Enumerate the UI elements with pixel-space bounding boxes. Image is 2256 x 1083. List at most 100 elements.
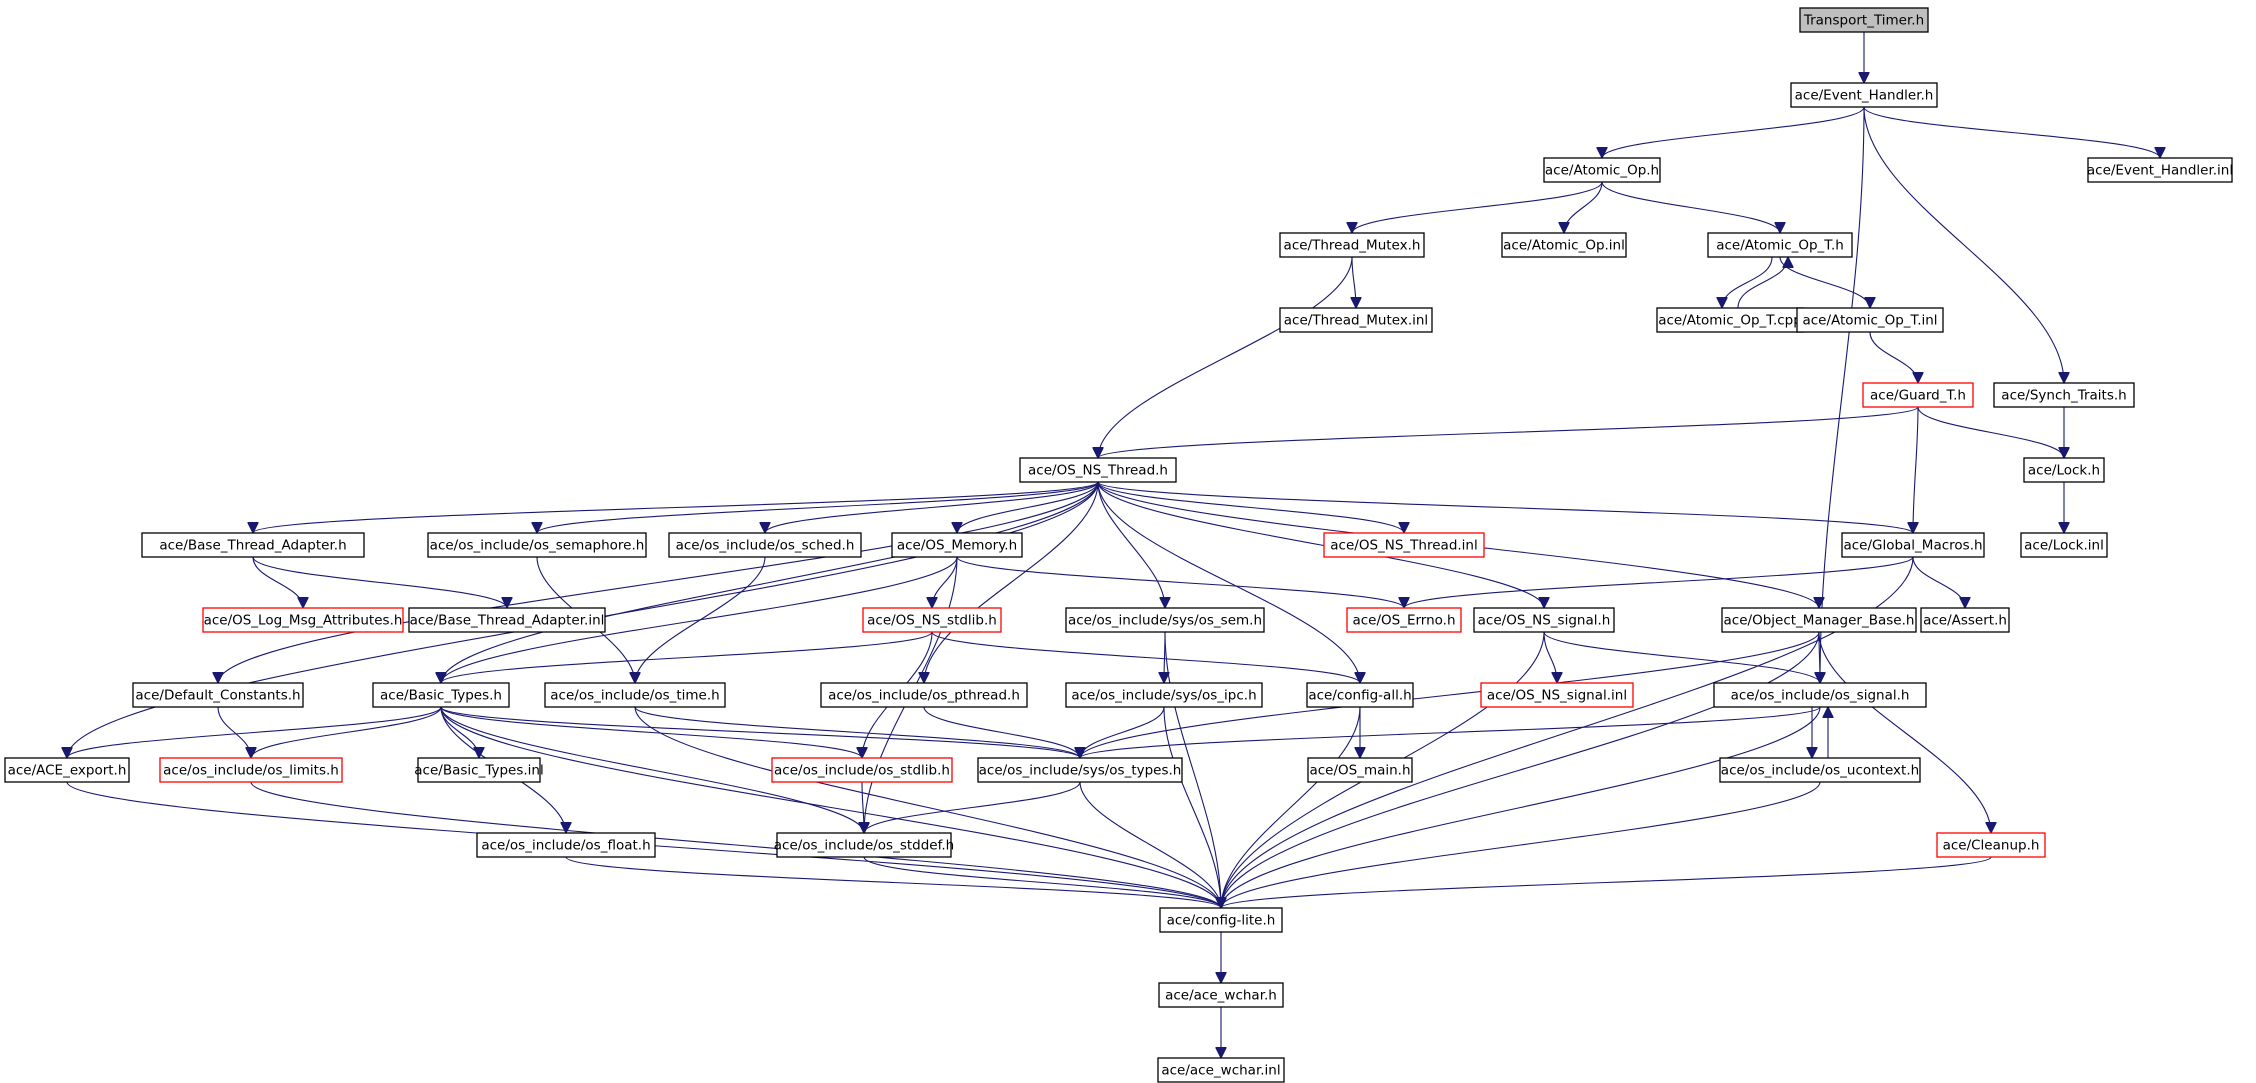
node-ace-base-thread-adapter-h[interactable]: ace/Base_Thread_Adapter.h	[141, 532, 365, 558]
node-box[interactable]	[132, 682, 304, 708]
node-box[interactable]	[1790, 82, 1938, 108]
node-box[interactable]	[1936, 832, 2046, 858]
node-box[interactable]	[1862, 382, 1974, 408]
node-ace-cleanup-h[interactable]: ace/Cleanup.h	[1936, 832, 2046, 858]
node-ace-synch-traits-h[interactable]: ace/Synch_Traits.h	[1993, 382, 2135, 408]
node-ace-basic-types-h[interactable]: ace/Basic_Types.h	[372, 682, 510, 708]
node-box[interactable]	[1799, 7, 1929, 33]
node-ace-event-handler-inl[interactable]: ace/Event_Handler.inl	[2087, 157, 2233, 183]
node-ace-os-main-h[interactable]: ace/OS_main.h	[1307, 757, 1413, 783]
node-ace-ace-wchar-h[interactable]: ace/ace_wchar.h	[1158, 982, 1284, 1008]
node-box[interactable]	[2023, 457, 2105, 483]
node-box[interactable]	[1279, 307, 1433, 333]
node-ace-atomic-op-t-cpp[interactable]: ace/Atomic_Op_T.cpp	[1656, 307, 1804, 333]
node-ace-object-manager-base-h[interactable]: ace/Object_Manager_Base.h	[1721, 607, 1917, 633]
node-ace-guard-t-h[interactable]: ace/Guard_T.h	[1862, 382, 1974, 408]
node-ace-atomic-op-t-h[interactable]: ace/Atomic_Op_T.h	[1707, 232, 1853, 258]
node-ace-os-include-sys-os-sem-h[interactable]: ace/os_include/sys/os_sem.h	[1065, 607, 1265, 633]
node-ace-os-include-os-stdlib-h[interactable]: ace/os_include/os_stdlib.h	[771, 757, 953, 783]
node-ace-event-handler-h[interactable]: ace/Event_Handler.h	[1790, 82, 1938, 108]
node-box[interactable]	[1065, 607, 1265, 633]
node-box[interactable]	[1065, 682, 1263, 708]
node-box[interactable]	[1501, 232, 1627, 258]
node-box[interactable]	[1019, 457, 1177, 483]
node-box[interactable]	[159, 757, 343, 783]
node-ace-os-ns-thread-h[interactable]: ace/OS_NS_Thread.h	[1019, 457, 1177, 483]
node-box[interactable]	[1346, 607, 1462, 633]
node-ace-os-include-os-pthread-h[interactable]: ace/os_include/os_pthread.h	[820, 682, 1028, 708]
node-box[interactable]	[1279, 232, 1425, 258]
node-ace-os-ns-signal-h[interactable]: ace/OS_NS_signal.h	[1473, 607, 1615, 633]
node-ace-basic-types-inl[interactable]: ace/Basic_Types.inl	[414, 757, 544, 783]
node-ace-os-log-msg-attributes-h[interactable]: ace/OS_Log_Msg_Attributes.h	[202, 607, 404, 633]
node-ace-atomic-op-t-inl[interactable]: ace/Atomic_Op_T.inl	[1796, 307, 1944, 333]
node-ace-os-ns-stdlib-h[interactable]: ace/OS_NS_stdlib.h	[862, 607, 1002, 633]
node-box[interactable]	[1721, 607, 1917, 633]
node-box[interactable]	[1157, 1057, 1285, 1083]
node-box[interactable]	[544, 682, 726, 708]
node-box[interactable]	[771, 757, 953, 783]
node-box[interactable]	[1306, 682, 1414, 708]
node-ace-assert-h[interactable]: ace/Assert.h	[1920, 607, 2010, 633]
node-ace-os-include-os-limits-h[interactable]: ace/os_include/os_limits.h	[159, 757, 343, 783]
node-box[interactable]	[977, 757, 1183, 783]
node-ace-atomic-op-inl[interactable]: ace/Atomic_Op.inl	[1501, 232, 1627, 258]
node-box[interactable]	[2087, 157, 2233, 183]
node-box[interactable]	[1707, 232, 1853, 258]
node-ace-config-lite-h[interactable]: ace/config-lite.h	[1159, 907, 1283, 933]
node-box[interactable]	[417, 757, 541, 783]
node-ace-default-constants-h[interactable]: ace/Default_Constants.h	[132, 682, 304, 708]
node-ace-thread-mutex-inl[interactable]: ace/Thread_Mutex.inl	[1279, 307, 1433, 333]
node-box[interactable]	[820, 682, 1028, 708]
node-box[interactable]	[1159, 907, 1283, 933]
node-ace-os-include-os-time-h[interactable]: ace/os_include/os_time.h	[544, 682, 726, 708]
node-box[interactable]	[372, 682, 510, 708]
node-box[interactable]	[1158, 982, 1284, 1008]
node-ace-os-include-sys-os-types-h[interactable]: ace/os_include/sys/os_types.h	[977, 757, 1183, 783]
node-box[interactable]	[1719, 757, 1921, 783]
node-ace-config-all-h[interactable]: ace/config-all.h	[1306, 682, 1414, 708]
node-ace-os-ns-thread-inl[interactable]: ace/OS_NS_Thread.inl	[1323, 532, 1485, 558]
node-box[interactable]	[1323, 532, 1485, 558]
node-ace-lock-h[interactable]: ace/Lock.h	[2023, 457, 2105, 483]
node-ace-atomic-op-h[interactable]: ace/Atomic_Op.h	[1543, 157, 1661, 183]
node-ace-os-include-os-float-h[interactable]: ace/os_include/os_float.h	[476, 832, 656, 858]
node-ace-ace-wchar-inl[interactable]: ace/ace_wchar.inl	[1157, 1057, 1285, 1083]
node-box[interactable]	[1307, 757, 1413, 783]
node-box[interactable]	[202, 607, 404, 633]
node-box[interactable]	[1993, 382, 2135, 408]
node-ace-os-ns-signal-inl[interactable]: ace/OS_NS_signal.inl	[1480, 682, 1634, 708]
node-ace-global-macros-h[interactable]: ace/Global_Macros.h	[1841, 532, 1985, 558]
node-box[interactable]	[141, 532, 365, 558]
node-box[interactable]	[408, 607, 606, 633]
node-ace-os-include-os-stddef-h[interactable]: ace/os_include/os_stddef.h	[774, 832, 954, 858]
node-box[interactable]	[862, 607, 1002, 633]
node-ace-base-thread-adapter-inl[interactable]: ace/Base_Thread_Adapter.inl	[408, 607, 606, 633]
node-box[interactable]	[776, 832, 952, 858]
node-box[interactable]	[4, 757, 130, 783]
node-ace-lock-inl[interactable]: ace/Lock.inl	[2020, 532, 2108, 558]
node-ace-os-memory-h[interactable]: ace/OS_Memory.h	[891, 532, 1023, 558]
node-ace-os-include-os-semaphore-h[interactable]: ace/os_include/os_semaphore.h	[427, 532, 647, 558]
node-box[interactable]	[2020, 532, 2108, 558]
node-box[interactable]	[476, 832, 656, 858]
node-ace-thread-mutex-h[interactable]: ace/Thread_Mutex.h	[1279, 232, 1425, 258]
node-transport-timer-h[interactable]: Transport_Timer.h	[1799, 7, 1929, 33]
node-ace-os-include-os-ucontext-h[interactable]: ace/os_include/os_ucontext.h	[1719, 757, 1921, 783]
node-box[interactable]	[1543, 157, 1661, 183]
node-box[interactable]	[891, 532, 1023, 558]
node-box[interactable]	[1796, 307, 1944, 333]
node-box[interactable]	[427, 532, 647, 558]
node-ace-ace-export-h[interactable]: ace/ACE_export.h	[4, 757, 130, 783]
node-box[interactable]	[1656, 307, 1804, 333]
node-box[interactable]	[1713, 682, 1927, 708]
node-box[interactable]	[668, 532, 862, 558]
node-ace-os-errno-h[interactable]: ace/OS_Errno.h	[1346, 607, 1462, 633]
node-box[interactable]	[1480, 682, 1634, 708]
node-box[interactable]	[1920, 607, 2010, 633]
node-ace-os-include-os-signal-h[interactable]: ace/os_include/os_signal.h	[1713, 682, 1927, 708]
node-ace-os-include-sys-os-ipc-h[interactable]: ace/os_include/sys/os_ipc.h	[1065, 682, 1263, 708]
node-box[interactable]	[1841, 532, 1985, 558]
node-box[interactable]	[1473, 607, 1615, 633]
node-ace-os-include-os-sched-h[interactable]: ace/os_include/os_sched.h	[668, 532, 862, 558]
